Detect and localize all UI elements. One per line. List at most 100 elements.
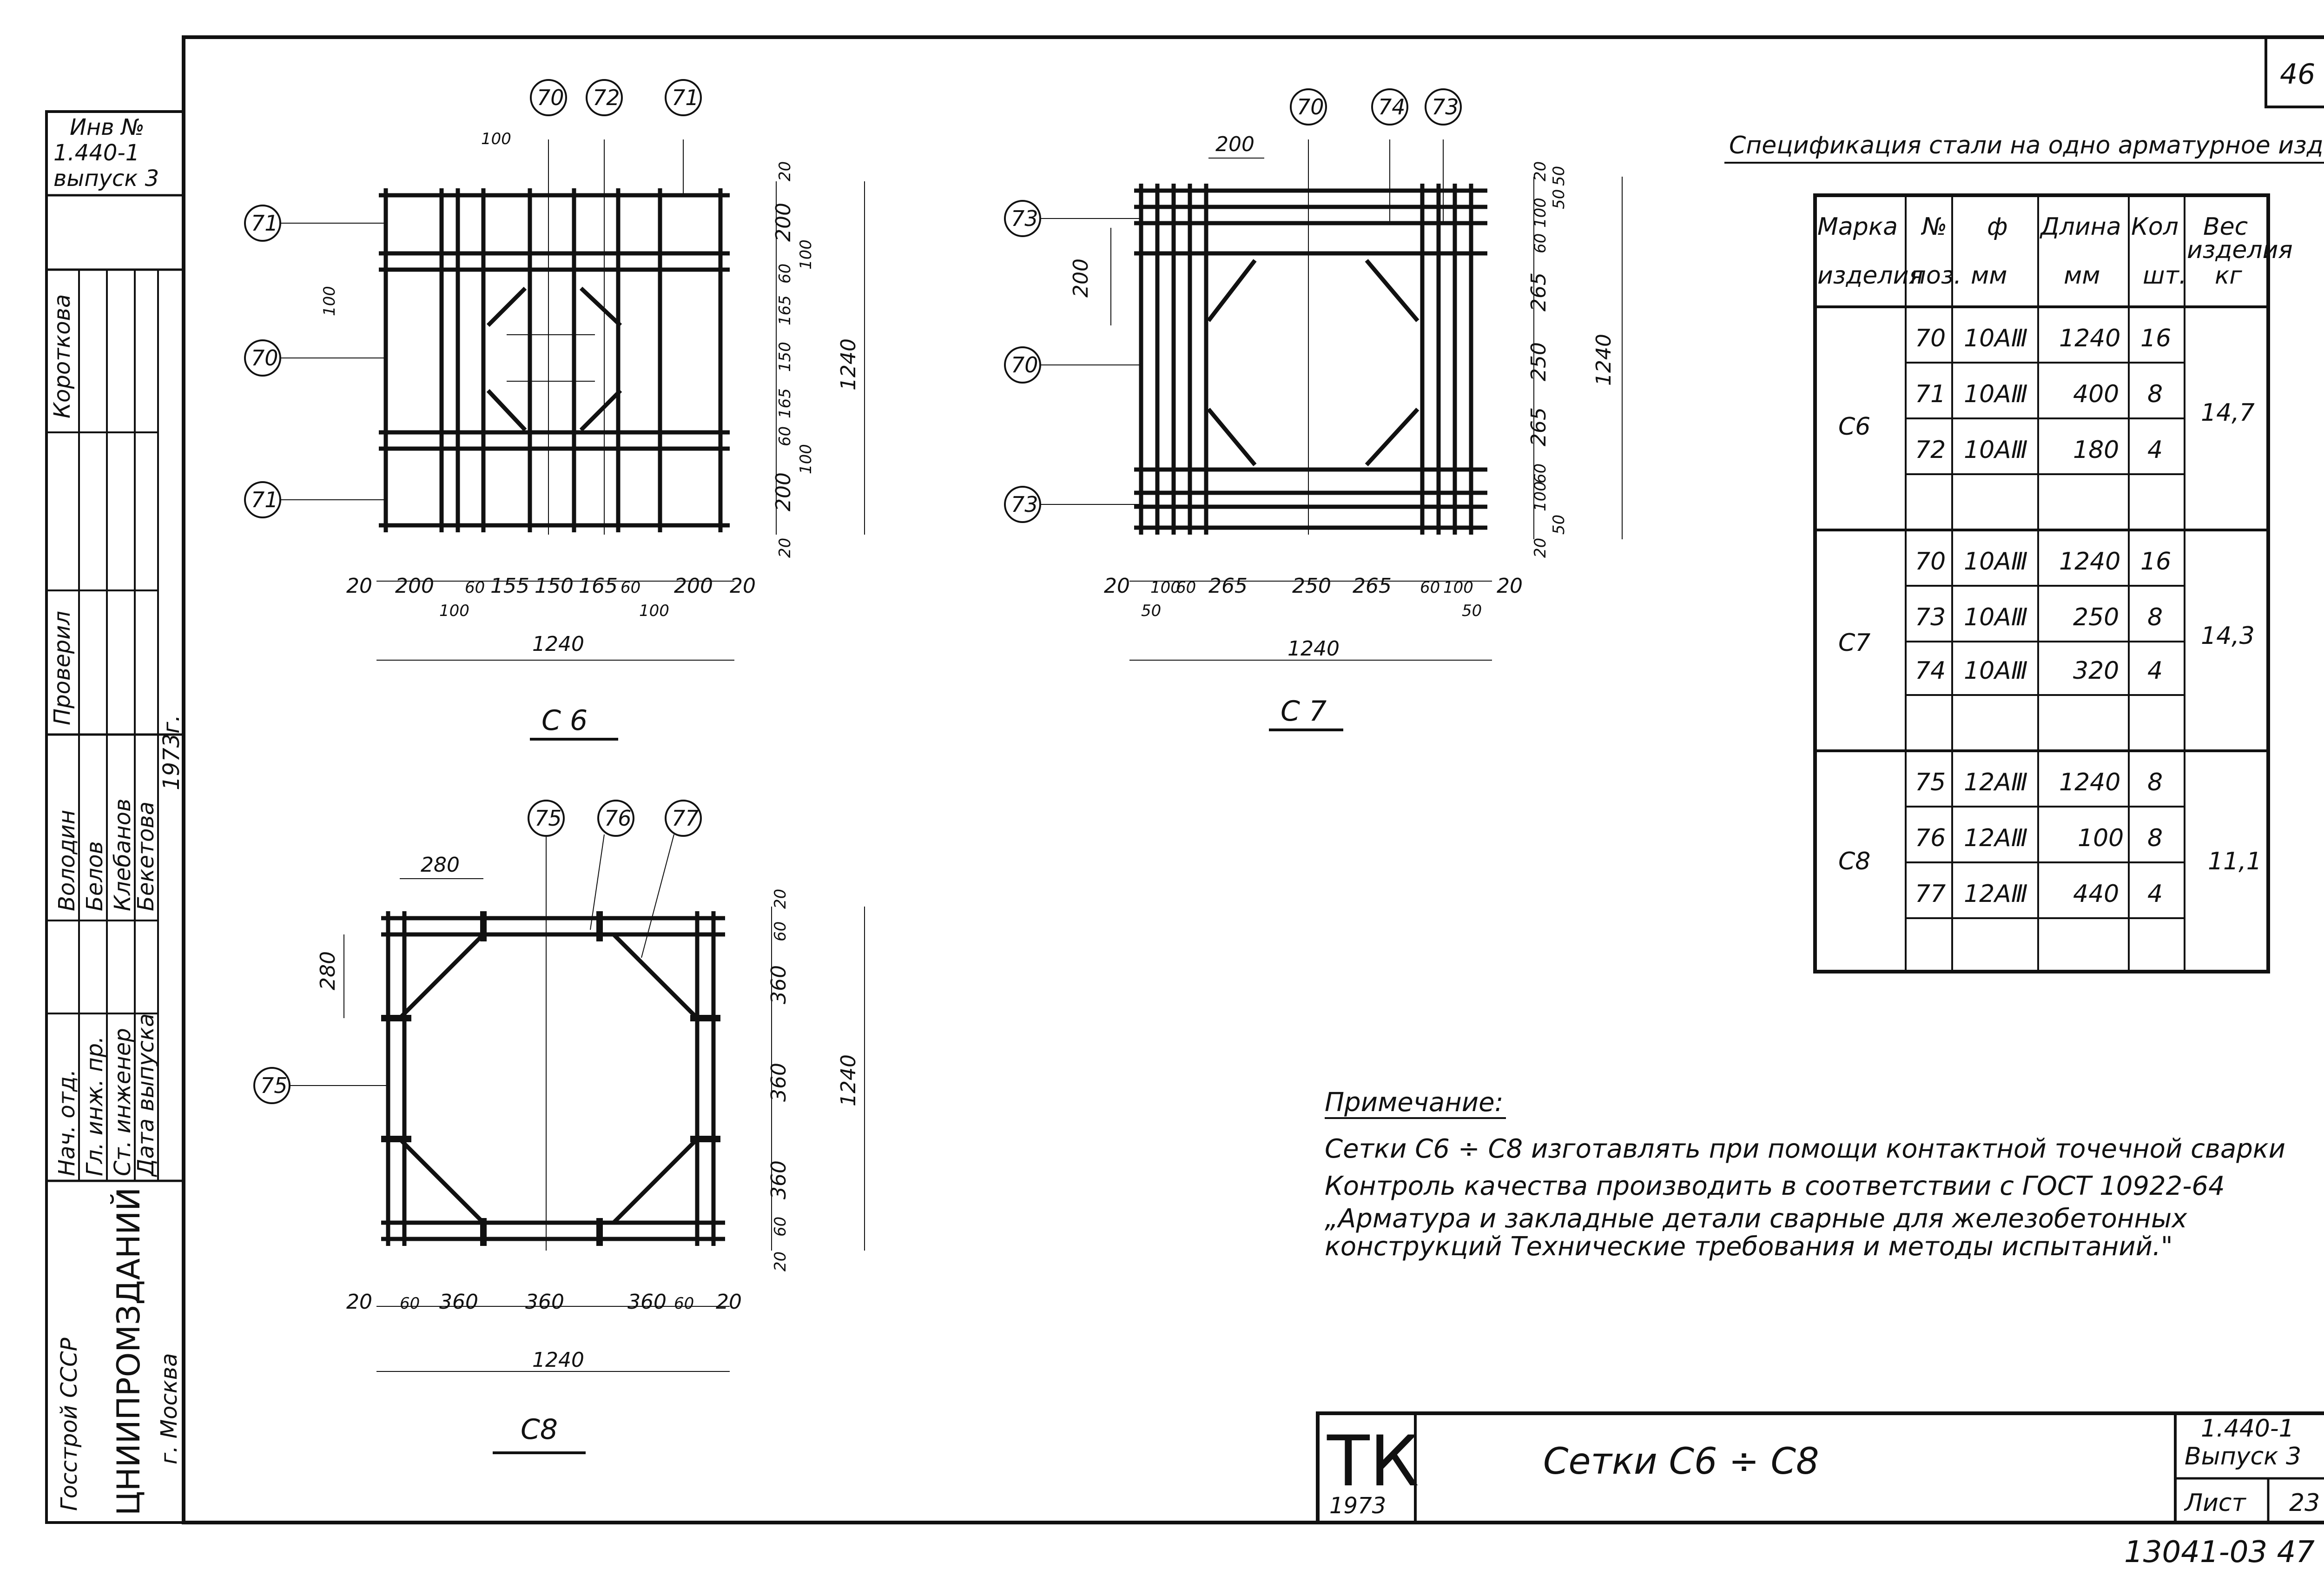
svg-text:360: 360: [627, 1290, 667, 1314]
inv-label: Инв №: [70, 114, 145, 140]
org-cniiprom: ЦНИИПРОМЗДАНИЙ: [110, 1187, 147, 1516]
svg-text:155: 155: [490, 574, 529, 598]
svg-text:100: 100: [639, 602, 669, 620]
spec-table: Спецификация стали на одно арматурное из…: [1724, 132, 2324, 973]
svg-text:60: 60: [1531, 464, 1550, 483]
mesh-c8: 75 76 77 75 280 280 20 60 360 360 360 60…: [253, 800, 865, 1454]
svg-text:20: 20: [346, 574, 372, 598]
svg-text:265: 265: [1208, 574, 1248, 598]
c6-right-total: 1240: [837, 338, 860, 391]
role-2: Гл. инж. пр.: [82, 1036, 108, 1176]
svg-text:250: 250: [1292, 574, 1331, 598]
svg-text:72: 72: [1915, 436, 1946, 464]
svg-text:8: 8: [2147, 824, 2163, 852]
svg-text:200: 200: [772, 203, 795, 242]
svg-text:10АⅢ: 10АⅢ: [1964, 548, 2028, 576]
c8-mark-75-left: 75: [260, 1073, 288, 1098]
c7-mark-70-top: 70: [1297, 94, 1324, 119]
svg-text:20: 20: [716, 1290, 742, 1314]
c8-left-dim: 280: [316, 951, 340, 990]
svg-text:мм: мм: [2064, 262, 2100, 290]
spec-weight-c6: 14,7: [2201, 399, 2255, 427]
svg-text:мм: мм: [1971, 262, 2007, 290]
svg-text:4: 4: [2147, 436, 2163, 464]
svg-text:320: 320: [2073, 657, 2119, 685]
name-1: Володин: [54, 810, 80, 911]
svg-text:70: 70: [1915, 548, 1946, 576]
c7-right-total: 1240: [1592, 334, 1616, 386]
tb-sheet-no: 23: [2289, 1489, 2320, 1517]
svg-text:4: 4: [2147, 880, 2163, 908]
svg-text:1240: 1240: [2059, 324, 2120, 352]
svg-text:60: 60: [1176, 578, 1196, 597]
svg-text:360: 360: [767, 965, 791, 1004]
c7-mark-73-left-b: 73: [1011, 492, 1038, 517]
svg-text:360: 360: [767, 1063, 791, 1102]
svg-text:4: 4: [2147, 657, 2163, 685]
c8-total: 1240: [532, 1348, 584, 1372]
svg-text:400: 400: [2073, 380, 2119, 408]
svg-text:8: 8: [2147, 603, 2163, 631]
note: Примечание: Сетки С6 ÷ С8 изготавлять пр…: [1325, 1087, 2285, 1262]
svg-text:250: 250: [1527, 342, 1551, 381]
svg-text:20: 20: [1531, 161, 1550, 181]
stamp-issue: выпуск 3: [53, 166, 159, 192]
svg-text:20: 20: [771, 1252, 790, 1271]
tk-mark: ТК: [1327, 1421, 1419, 1502]
svg-text:360: 360: [767, 1160, 791, 1199]
svg-text:10АⅢ: 10АⅢ: [1964, 657, 2028, 685]
svg-text:100: 100: [1150, 578, 1181, 597]
svg-text:360: 360: [525, 1290, 564, 1314]
svg-text:60: 60: [771, 1217, 790, 1237]
svg-text:250: 250: [2073, 603, 2119, 631]
spec-mark-c6: С6: [1838, 413, 1870, 441]
c6-mark-70-top: 70: [537, 85, 564, 110]
svg-text:10АⅢ: 10АⅢ: [1964, 324, 2028, 352]
svg-text:100: 100: [1531, 481, 1550, 511]
c7-total: 1240: [1287, 637, 1340, 661]
c6-caption: С 6: [541, 704, 588, 737]
c7-mark-73-top: 73: [1432, 94, 1459, 119]
svg-text:180: 180: [2073, 436, 2119, 464]
svg-text:1240: 1240: [2059, 768, 2120, 796]
svg-text:10АⅢ: 10АⅢ: [1964, 603, 2028, 631]
c8-caption: С8: [521, 1413, 558, 1446]
svg-text:Вес: Вес: [2203, 213, 2248, 241]
c7-mark-70-left: 70: [1011, 352, 1038, 377]
c7-caption: С 7: [1281, 695, 1327, 728]
svg-text:265: 265: [1527, 272, 1551, 311]
role-4: Дата выпуска: [133, 1013, 159, 1177]
svg-text:70: 70: [1915, 324, 1946, 352]
svg-text:20: 20: [771, 889, 790, 909]
svg-text:№: №: [1921, 213, 1947, 241]
svg-text:265: 265: [1527, 407, 1551, 446]
svg-text:20: 20: [730, 574, 756, 598]
svg-text:200: 200: [674, 574, 713, 598]
svg-text:20: 20: [1497, 574, 1523, 598]
mesh-c6: 70 72 71 71 70 71 100 100 20 200 60 155 …: [244, 79, 865, 741]
c8-right-total: 1240: [837, 1054, 860, 1106]
spec-weight-c8: 11,1: [2208, 848, 2262, 875]
c6-mark-72-top: 72: [593, 85, 620, 110]
svg-text:77: 77: [1915, 880, 1946, 908]
svg-text:50: 50: [1550, 166, 1568, 186]
svg-text:60: 60: [771, 921, 790, 941]
svg-text:265: 265: [1353, 574, 1392, 598]
c8-top-dim: 280: [421, 853, 460, 877]
svg-text:60: 60: [465, 578, 485, 597]
org-city: г. Москва: [156, 1353, 182, 1464]
tb-issue: Выпуск 3: [2185, 1443, 2301, 1470]
svg-text:60: 60: [776, 264, 794, 284]
svg-text:150: 150: [535, 574, 574, 598]
drawing-title: Сетки С6 ÷ С8: [1543, 1441, 1819, 1483]
year-small: 1973г.: [158, 715, 185, 790]
svg-text:20: 20: [776, 161, 794, 181]
svg-text:8: 8: [2147, 380, 2163, 408]
svg-text:100: 100: [2078, 824, 2124, 852]
c6-mark-71-left-b: 71: [251, 487, 278, 512]
c6-mark-70-left: 70: [251, 345, 278, 371]
svg-text:71: 71: [1915, 380, 1946, 408]
c7-mark-73-left: 73: [1011, 206, 1038, 231]
corner-number: 46: [2280, 58, 2315, 91]
c6-marks: [244, 79, 702, 518]
